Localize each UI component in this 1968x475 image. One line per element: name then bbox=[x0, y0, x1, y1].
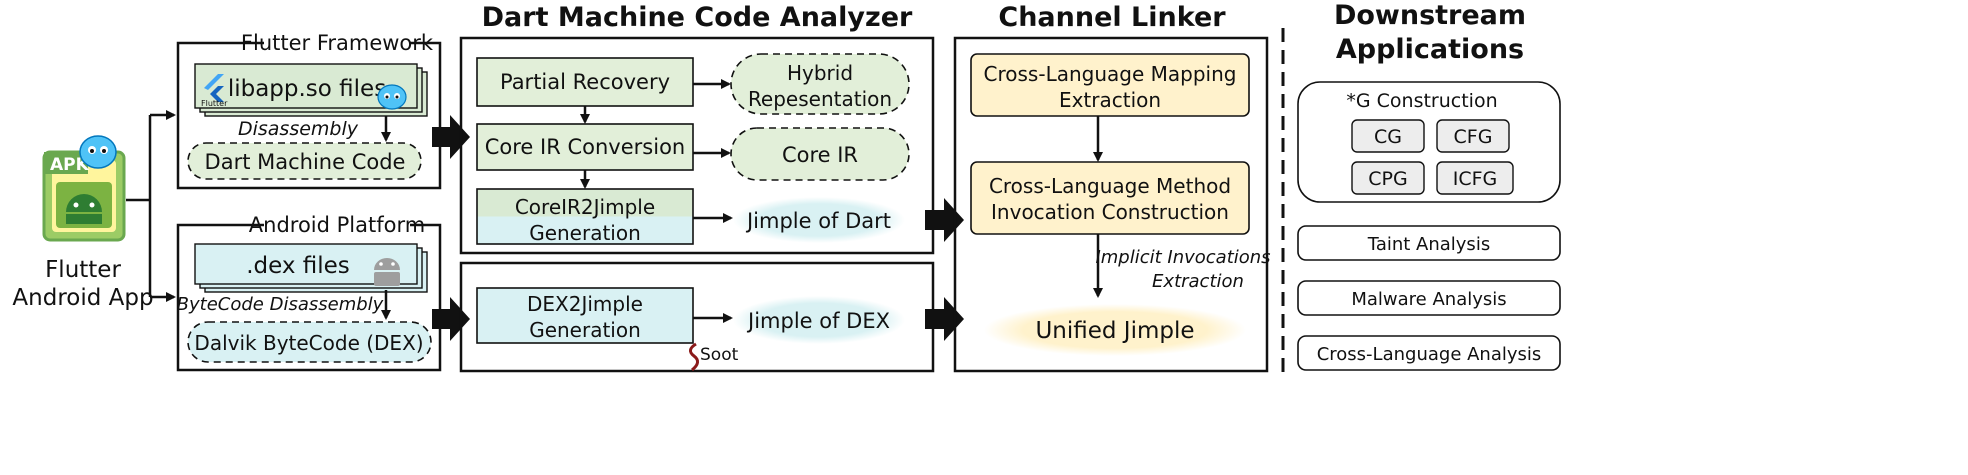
bytecode-disassembly-step: ByteCode Disassembly bbox=[177, 294, 384, 315]
cross-language-analysis-box bbox=[1297, 335, 1561, 371]
jimple-of-dex-box bbox=[733, 296, 905, 344]
dart-analyzer-title: Dart Machine Code Analyzer bbox=[482, 2, 913, 33]
icfg-label: ICFG bbox=[1453, 168, 1498, 190]
dex2jimple-label-line1: DEX2Jimple bbox=[527, 292, 643, 316]
channel-linker-title: Channel Linker bbox=[998, 2, 1226, 33]
soot-logo-text: Soot bbox=[700, 345, 739, 365]
mascot-icon bbox=[79, 135, 117, 169]
partial-recovery-box bbox=[476, 57, 694, 107]
coreir2jimple-box bbox=[476, 188, 694, 245]
malware-analysis-box bbox=[1297, 280, 1561, 316]
flutter-framework-panel: Flutter Framework Flutter libapp.so file… bbox=[176, 31, 442, 190]
unified-jimple-box bbox=[984, 304, 1246, 356]
taint-analysis-box bbox=[1297, 225, 1561, 261]
dex2jimple-box bbox=[476, 287, 694, 344]
android-platform-panel: Android Platform .dex files ByteCode Dis… bbox=[177, 213, 442, 372]
unified-jimple-label: Unified Jimple bbox=[1035, 318, 1194, 344]
flutter-logo-icon bbox=[204, 74, 224, 102]
jimple-of-dart-label: Jimple of Dart bbox=[745, 209, 891, 233]
flutter-logo-text: Flutter bbox=[201, 99, 228, 108]
dalvik-bytecode-box bbox=[187, 321, 432, 363]
dex2jimple-label-line2: Generation bbox=[529, 318, 641, 342]
dart-machine-code-label: Dart Machine Code bbox=[205, 150, 406, 174]
dart-machine-code-box bbox=[187, 142, 422, 180]
block-arrow-dart-to-linker bbox=[925, 198, 964, 242]
coreir2jimple-label-line1: CoreIR2Jimple bbox=[515, 195, 655, 219]
android-robot-icon bbox=[374, 258, 400, 286]
g-construction-title: *G Construction bbox=[1346, 90, 1497, 112]
block-arrow-flutter-to-analyzer bbox=[432, 115, 470, 159]
core-ir-conversion-box bbox=[476, 123, 694, 171]
core-ir-box bbox=[730, 127, 910, 181]
core-ir-conversion-label: Core IR Conversion bbox=[485, 135, 685, 159]
app-label-line1: Flutter bbox=[45, 257, 121, 283]
app-label-line2: Android App bbox=[12, 285, 153, 311]
partial-recovery-label: Partial Recovery bbox=[500, 70, 670, 94]
cg-chip bbox=[1351, 119, 1425, 153]
android-platform-title: Android Platform bbox=[249, 213, 425, 237]
cpg-label: CPG bbox=[1368, 168, 1407, 190]
cfg-chip bbox=[1436, 119, 1510, 153]
block-arrow-dex-to-linker bbox=[925, 297, 964, 341]
downstream-title-line1: Downstream bbox=[1334, 0, 1526, 31]
disassembly-step: Disassembly bbox=[238, 118, 359, 140]
malware-analysis-label: Malware Analysis bbox=[1351, 289, 1506, 310]
cpg-chip bbox=[1351, 161, 1425, 195]
app-branch-arrows bbox=[126, 110, 176, 302]
hybrid-label-line1: Hybrid bbox=[787, 61, 853, 85]
apk-badge-text: APK bbox=[50, 155, 90, 175]
mapping-extraction-box bbox=[970, 53, 1250, 117]
jimple-of-dex-label: Jimple of DEX bbox=[746, 309, 890, 333]
soot-logo-icon: Soot bbox=[689, 342, 739, 372]
dart-analyzer-frame bbox=[459, 36, 935, 255]
mapping-label-line1: Cross-Language Mapping bbox=[984, 62, 1237, 86]
downstream-title-line2: Applications bbox=[1336, 34, 1524, 65]
cfg-label: CFG bbox=[1454, 126, 1493, 148]
icfg-chip bbox=[1436, 161, 1514, 195]
dex-file-label: .dex files bbox=[246, 253, 350, 279]
hybrid-representation-box bbox=[730, 53, 910, 115]
block-arrow-android-to-dex bbox=[432, 297, 470, 341]
flutter-framework-title: Flutter Framework bbox=[241, 31, 434, 55]
core-ir-label: Core IR bbox=[782, 143, 858, 167]
method-invocation-box bbox=[970, 161, 1250, 235]
cg-label: CG bbox=[1374, 126, 1402, 148]
method-label-line2: Invocation Construction bbox=[991, 200, 1229, 224]
method-label-line1: Cross-Language Method bbox=[989, 174, 1231, 198]
mapping-label-line2: Extraction bbox=[1059, 88, 1161, 112]
hybrid-label-line2: Repesentation bbox=[748, 87, 892, 111]
implicit-invocations-line1: Implicit Invocations bbox=[1095, 247, 1270, 268]
implicit-invocations-line2: Extraction bbox=[1152, 271, 1244, 292]
coreir2jimple-label-line2: Generation bbox=[529, 221, 641, 245]
apk-icon: APK bbox=[42, 150, 126, 242]
libapp-file-label: libapp.so files bbox=[228, 76, 386, 102]
dalvik-bytecode-label: Dalvik ByteCode (DEX) bbox=[194, 331, 423, 355]
cross-language-analysis-label: Cross-Language Analysis bbox=[1317, 344, 1542, 365]
mascot-small-icon bbox=[377, 84, 407, 110]
channel-linker-frame bbox=[953, 36, 1269, 373]
taint-analysis-label: Taint Analysis bbox=[1367, 234, 1490, 255]
jimple-of-dart-box bbox=[733, 197, 905, 243]
